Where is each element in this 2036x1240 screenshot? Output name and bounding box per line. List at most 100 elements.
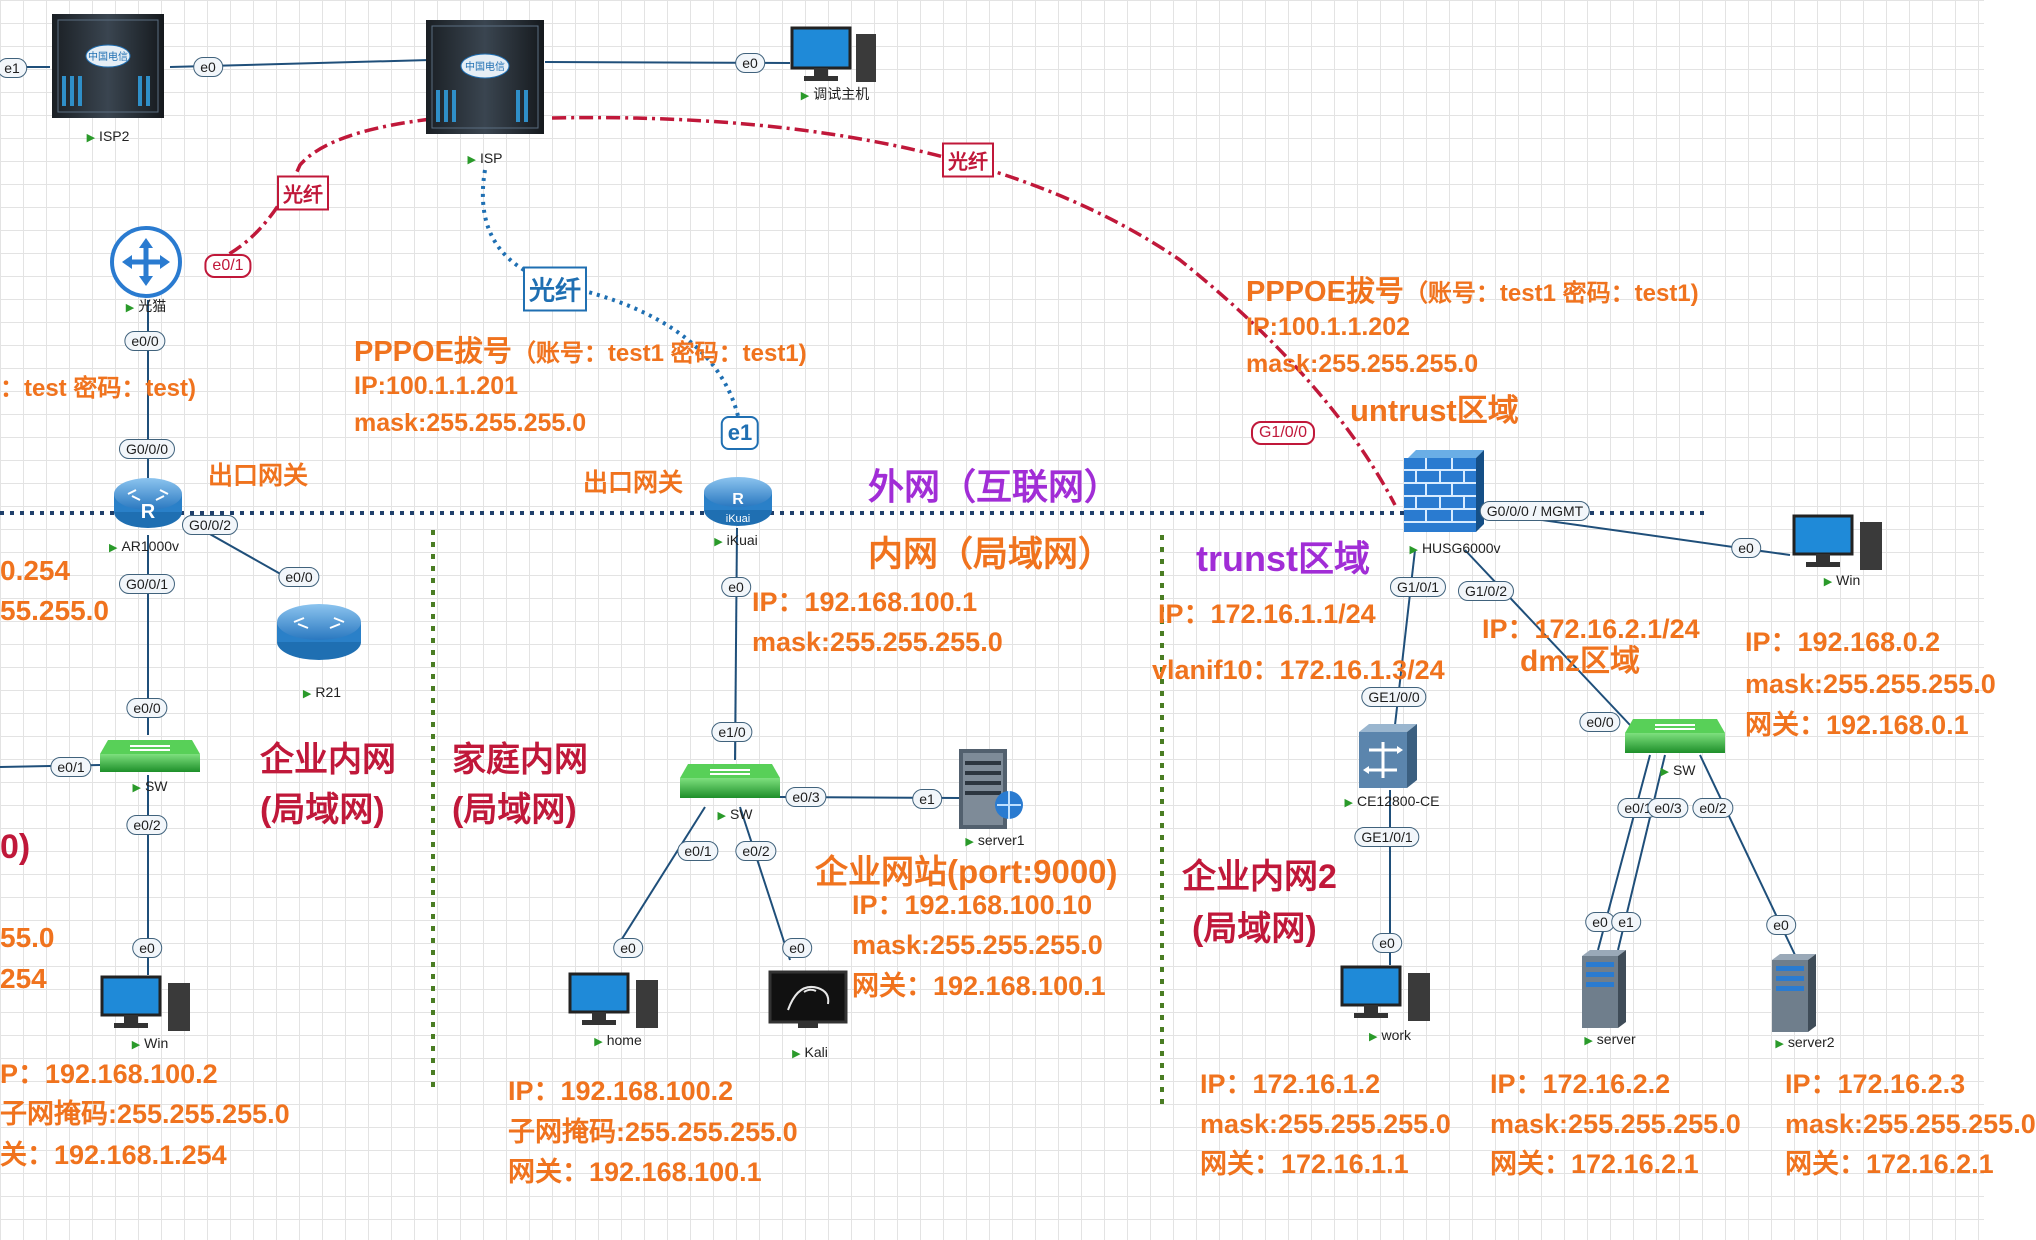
port-ar-g000[interactable]: G0/0/0 bbox=[118, 439, 176, 459]
fiber-tag-mid: 光纤 bbox=[522, 266, 588, 312]
left-partial-2: 55.255.0 bbox=[0, 595, 109, 626]
port-swm-e02[interactable]: e0/2 bbox=[735, 841, 777, 861]
port-isp2-e1[interactable]: e1 bbox=[0, 58, 27, 78]
port-ar-g001[interactable]: G0/0/1 bbox=[118, 574, 176, 594]
server2-ip: IP：172.16.2.3 bbox=[1785, 1069, 1966, 1099]
server-label: server bbox=[1584, 1031, 1636, 1047]
right-pppoe-line: PPPOE拔号（账号：test1 密码：test1) bbox=[1246, 268, 1699, 310]
server2-icon[interactable] bbox=[1768, 952, 1820, 1034]
home-pc-icon[interactable] bbox=[568, 972, 663, 1030]
port-ikuai-e1[interactable]: e1 bbox=[720, 416, 760, 450]
home-lan-subtitle: (局域网) bbox=[452, 791, 577, 829]
port-server-e0[interactable]: e0 bbox=[1585, 912, 1615, 932]
server-gateway: 网关：172.16.2.1 bbox=[1490, 1149, 1699, 1179]
modem-icon[interactable] bbox=[108, 224, 184, 300]
port-winr-e0[interactable]: e0 bbox=[1731, 538, 1761, 558]
r21-router-icon[interactable] bbox=[274, 600, 364, 662]
port-fw-mgmt[interactable]: G0/0/0 / MGMT bbox=[1479, 501, 1591, 521]
switch-mid-icon[interactable] bbox=[680, 760, 780, 804]
port-swr-e03[interactable]: e0/3 bbox=[1647, 798, 1689, 818]
port-fw-g101[interactable]: G1/0/1 bbox=[1389, 577, 1447, 597]
port-fw-g102[interactable]: G1/0/2 bbox=[1457, 581, 1515, 601]
firewall-icon[interactable] bbox=[1398, 448, 1486, 536]
port-swl-e01[interactable]: e0/1 bbox=[50, 757, 92, 777]
port-swr-e00[interactable]: e0/0 bbox=[1579, 712, 1621, 732]
port-swm-e10[interactable]: e1/0 bbox=[711, 722, 753, 742]
port-swm-e01[interactable]: e0/1 bbox=[677, 841, 719, 861]
server1-icon[interactable] bbox=[955, 745, 1025, 833]
firewall-label: HUSG6000v bbox=[1409, 540, 1501, 556]
lan-label: 内网（局域网） bbox=[868, 535, 1114, 574]
server-icon[interactable] bbox=[1578, 948, 1630, 1030]
port-server-e1[interactable]: e1 bbox=[1611, 912, 1641, 932]
port-winl-e0[interactable]: e0 bbox=[132, 938, 162, 958]
left-gateway-label: 出口网关 bbox=[208, 462, 309, 490]
svg-text:R: R bbox=[141, 501, 156, 523]
port-work-e0[interactable]: e0 bbox=[1372, 933, 1402, 953]
left-partial-5: 254 bbox=[0, 963, 47, 994]
trust-ip: IP：172.16.1.1/24 bbox=[1158, 599, 1376, 629]
fiber-modem-isp bbox=[204, 116, 441, 267]
ar1000v-router-icon[interactable]: R bbox=[110, 472, 186, 534]
work-pc-icon[interactable] bbox=[1340, 965, 1435, 1023]
port-swl-e00[interactable]: e0/0 bbox=[126, 698, 168, 718]
switch-left-icon[interactable] bbox=[100, 736, 200, 776]
port-swm-e03[interactable]: e0/3 bbox=[785, 787, 827, 807]
port-swl-e02[interactable]: e0/2 bbox=[126, 815, 168, 835]
ikuai-router-icon[interactable]: R iKuai bbox=[700, 472, 776, 530]
home-lan-title: 家庭内网 bbox=[452, 741, 588, 779]
left-partial-1: 0.254 bbox=[0, 555, 71, 586]
server-mask: mask:255.255.255.0 bbox=[1490, 1109, 1741, 1139]
port-server1-e1[interactable]: e1 bbox=[912, 789, 942, 809]
port-fw-g100[interactable]: G1/0/0 bbox=[1250, 421, 1316, 445]
website-gateway: 网关：192.168.100.1 bbox=[852, 971, 1106, 1001]
port-modem-e00[interactable]: e0/0 bbox=[124, 331, 166, 351]
website-ip: IP：192.168.100.10 bbox=[852, 890, 1093, 920]
win-right-gateway: 网关：192.168.0.1 bbox=[1745, 710, 1969, 740]
switch-mid-label: SW bbox=[717, 806, 753, 822]
win-right-pc-icon[interactable] bbox=[1792, 514, 1887, 572]
port-home-e0[interactable]: e0 bbox=[613, 938, 643, 958]
mid-pppoe-title: PPPOE拔号 bbox=[354, 336, 512, 368]
port-ce-ge101[interactable]: GE1/0/1 bbox=[1354, 827, 1420, 847]
left-pppoe-partial: ：test 密码：test) bbox=[0, 375, 197, 402]
port-ce-ge100[interactable]: GE1/0/0 bbox=[1361, 687, 1427, 707]
isp-server-icon[interactable]: 中国电信 bbox=[420, 10, 550, 138]
win-left-pc-icon[interactable] bbox=[100, 975, 195, 1033]
left-partial-4: 55.0 bbox=[0, 922, 55, 953]
switch-left-label: SW bbox=[132, 778, 168, 794]
work-gateway: 网关：172.16.1.1 bbox=[1200, 1149, 1409, 1179]
port-swr-e02[interactable]: e0/2 bbox=[1692, 798, 1734, 818]
debug-host-label: 调试主机 bbox=[801, 84, 869, 104]
fiber-tag-left: 光纤 bbox=[277, 175, 329, 211]
kali-pc-icon[interactable] bbox=[768, 970, 848, 1030]
isp2-server-icon[interactable]: 中国电信 bbox=[48, 6, 168, 122]
modem-label: 光猫 bbox=[126, 296, 166, 316]
debug-host-pc-icon[interactable] bbox=[790, 26, 880, 86]
port-ikuai-e0[interactable]: e0 bbox=[721, 577, 751, 597]
dmz-ip: IP：172.16.2.1/24 bbox=[1482, 614, 1700, 644]
port-host-e0[interactable]: e0 bbox=[735, 53, 765, 73]
corp-lan2-subtitle: (局域网) bbox=[1192, 910, 1317, 948]
right-pppoe-account: （账号：test1 密码：test1) bbox=[1403, 280, 1699, 307]
work-ip: IP：172.16.1.2 bbox=[1200, 1069, 1381, 1099]
server2-label: server2 bbox=[1775, 1034, 1835, 1050]
left-partial-3: 0) bbox=[0, 828, 31, 866]
fiber-isp-ikuai bbox=[480, 169, 742, 426]
corp-lan-subtitle: (局域网) bbox=[260, 791, 385, 829]
port-modem-e01[interactable]: e0/1 bbox=[204, 254, 252, 278]
port-ar-g002[interactable]: G0/0/2 bbox=[181, 515, 239, 535]
port-server2-e0[interactable]: e0 bbox=[1766, 915, 1796, 935]
r21-label: R21 bbox=[303, 684, 341, 700]
right-mask: mask:255.255.255.0 bbox=[1246, 350, 1479, 378]
switch-right-icon[interactable] bbox=[1625, 715, 1725, 757]
port-isp2-e0[interactable]: e0 bbox=[193, 57, 223, 77]
win-left-mask: 子网掩码:255.255.255.0 bbox=[0, 1099, 290, 1129]
isp-label: ISP bbox=[467, 150, 503, 166]
ce12800-switch-icon[interactable] bbox=[1355, 722, 1421, 790]
port-kali-e0[interactable]: e0 bbox=[782, 938, 812, 958]
port-r21-e00[interactable]: e0/0 bbox=[278, 567, 320, 587]
ikuai-label: iKuai bbox=[714, 532, 758, 548]
mid-pppoe-account: （账号：test1 密码：test1) bbox=[511, 340, 807, 367]
ikuai-mask: mask:255.255.255.0 bbox=[752, 627, 1003, 657]
